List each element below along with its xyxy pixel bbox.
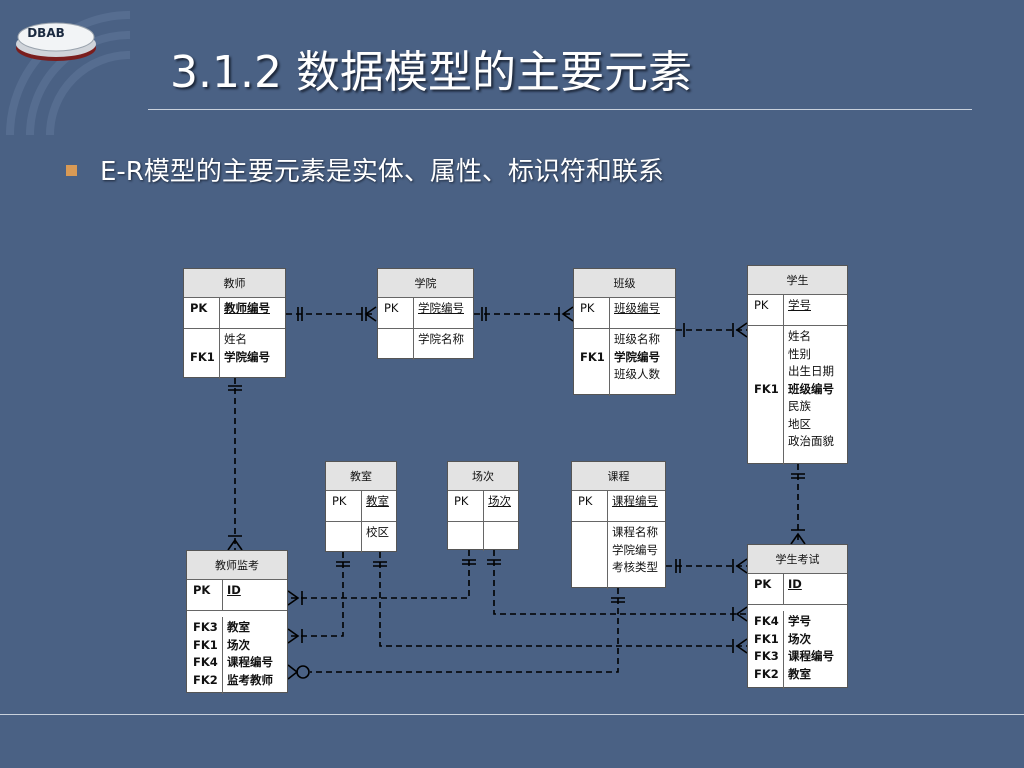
session-pk-attr: 场次 <box>488 494 511 508</box>
footer-divider <box>0 714 1024 715</box>
course-keys <box>572 522 608 589</box>
bullet-text: E-R模型的主要元素是实体、属性、标识符和联系 <box>100 157 664 187</box>
entity-classroom: 教室 PK 教室 校区 <box>325 461 397 553</box>
session-keys <box>448 522 484 551</box>
teacher-attrs: 姓名学院编号 <box>224 332 270 364</box>
entity-college: 学院 PK 学院编号 学院名称 <box>377 268 474 360</box>
student-keys: FK1 <box>748 326 784 465</box>
classroom-pk-label: PK <box>326 491 362 521</box>
teacher-pk-attr: 教师编号 <box>224 301 270 315</box>
college-pk-label: PK <box>378 298 414 328</box>
classroom-attrs: 校区 <box>366 525 389 539</box>
rel-teacher-college <box>286 306 377 322</box>
student-pk-label: PK <box>748 295 784 325</box>
rel-college-class <box>474 306 574 322</box>
rel-classroom-exam <box>373 552 748 654</box>
session-pk-label: PK <box>448 491 484 521</box>
title-divider <box>148 109 972 110</box>
rel-teacher-proctor <box>227 378 243 551</box>
proctor-pk-label: PK <box>187 580 223 610</box>
entity-session: 场次 PK 场次 <box>447 461 519 551</box>
dbab-logo <box>16 22 96 61</box>
rel-session-exam <box>487 550 748 622</box>
rel-student-exam <box>790 464 806 545</box>
bullet-marker <box>66 165 77 176</box>
entity-session-name: 场次 <box>448 462 518 491</box>
page-title: 3.1.2 数据模型的主要元素 <box>170 47 692 98</box>
entity-college-name: 学院 <box>378 269 473 298</box>
course-pk-label: PK <box>572 491 608 521</box>
entity-teacher-name: 教师 <box>184 269 285 298</box>
entity-class-name: 班级 <box>574 269 675 298</box>
entity-class: 班级 PK 班级编号 FK1 班级名称学院编号班级人数 <box>573 268 676 396</box>
rel-classroom-proctor <box>287 552 350 644</box>
entity-exam-name: 学生考试 <box>748 545 847 574</box>
proctor-pk-attr: ID <box>227 583 241 597</box>
classroom-pk-attr: 教室 <box>366 494 389 508</box>
entity-student-name: 学生 <box>748 266 847 295</box>
student-pk-attr: 学号 <box>788 298 811 312</box>
entity-course-name: 课程 <box>572 462 665 491</box>
session-attrs <box>484 522 518 551</box>
college-pk-attr: 学院编号 <box>418 301 464 315</box>
class-keys: FK1 <box>574 329 610 396</box>
logo-text: DBAB <box>27 26 65 40</box>
course-pk-attr: 课程编号 <box>612 494 658 508</box>
class-pk-label: PK <box>574 298 610 328</box>
student-attrs: 姓名性别出生日期班级编号民族地区政治面貌 <box>788 329 834 448</box>
exam-attrs: 学号场次课程编号教室 <box>788 614 834 681</box>
exam-pk-label: PK <box>748 574 784 604</box>
teacher-keys: FK1 <box>184 329 220 379</box>
entity-classroom-name: 教室 <box>326 462 396 491</box>
class-attrs: 班级名称学院编号班级人数 <box>614 332 660 381</box>
college-keys <box>378 329 414 360</box>
course-attrs: 课程名称学院编号考核类型 <box>612 525 658 574</box>
entity-proctor-name: 教师监考 <box>187 551 287 580</box>
entity-student: 学生 PK 学号 FK1 姓名性别出生日期班级编号民族地区政治面貌 <box>747 265 848 465</box>
teacher-pk-label: PK <box>184 298 220 328</box>
classroom-keys <box>326 522 362 553</box>
rel-course-proctor <box>287 588 625 680</box>
entity-course: 课程 PK 课程编号 课程名称学院编号考核类型 <box>571 461 666 589</box>
exam-pk-attr: ID <box>788 577 802 591</box>
entity-teacher: 教师 PK 教师编号 FK1 姓名学院编号 <box>183 268 286 379</box>
rel-class-student <box>676 322 748 338</box>
class-pk-attr: 班级编号 <box>614 301 660 315</box>
rel-session-proctor <box>287 550 476 606</box>
rel-course-exam <box>666 558 748 574</box>
proctor-attrs: 教室场次课程编号监考教师 <box>227 620 273 687</box>
college-attrs: 学院名称 <box>418 332 464 346</box>
